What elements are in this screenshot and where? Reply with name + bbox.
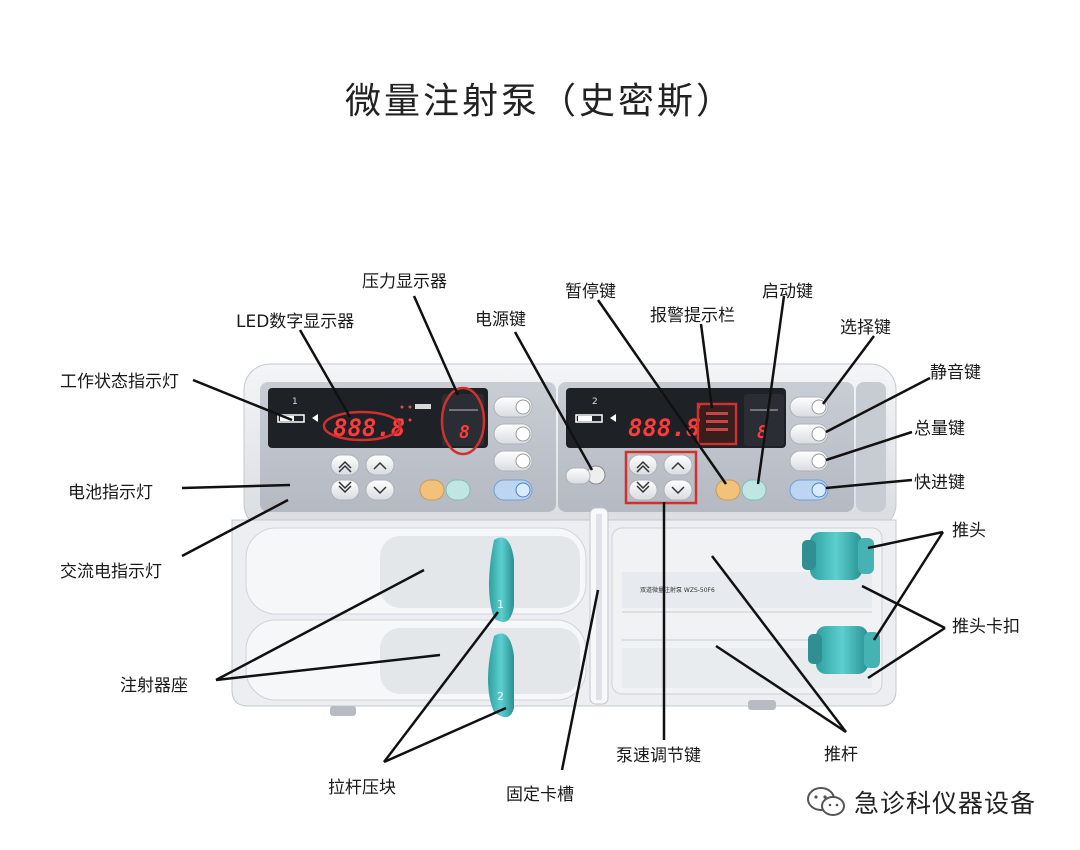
- highlight-speed-keys: [624, 450, 698, 505]
- clamp-number-2: 2: [497, 690, 504, 703]
- label-mute-key: 静音键: [930, 363, 981, 383]
- start-key-2: [741, 479, 767, 501]
- label-ac-power-light: 交流电指示灯: [60, 562, 162, 582]
- label-syringe-seat: 注射器座: [120, 676, 188, 696]
- label-pressure-display: 压力显示器: [362, 272, 447, 292]
- model-plate: 双道微量注射泵 WZS-50F6: [640, 586, 715, 594]
- start-key-1: [445, 479, 471, 501]
- label-pause-key: 暂停键: [565, 282, 616, 302]
- callout-lines: [181, 295, 946, 771]
- label-alarm-bar: 报警提示栏: [650, 306, 735, 326]
- led-display-2: 888.8: [628, 414, 700, 442]
- lever-clamp-2: [488, 633, 514, 718]
- channel-number-2: 2: [592, 397, 598, 407]
- push-head-2: [808, 626, 880, 674]
- function-keys-2: [789, 396, 829, 501]
- display-window-1: [268, 388, 488, 448]
- speed-keys-2: [628, 454, 693, 501]
- push-head-1: [802, 532, 874, 580]
- lever-clamp-1: [489, 537, 514, 622]
- label-fast-key: 快进键: [914, 473, 965, 493]
- label-push-head-clip: 推头卡扣: [952, 617, 1020, 637]
- pause-key-2: [715, 479, 741, 501]
- function-keys-1: [493, 396, 533, 501]
- pressure-display-2: 8: [757, 422, 768, 443]
- page-title: 微量注射泵（史密斯）: [344, 81, 735, 122]
- wechat-icon: [807, 787, 845, 816]
- highlight-led-display: [322, 410, 402, 442]
- channel-number-1: 1: [292, 397, 298, 407]
- clamp-number-1: 1: [497, 598, 504, 611]
- pressure-display-1: 8: [459, 422, 470, 443]
- pause-key-1: [419, 479, 445, 501]
- watermark-text: 急诊科仪器设备: [854, 789, 1037, 818]
- speed-keys-1: [330, 454, 395, 501]
- label-speed-keys: 泵速调节键: [616, 746, 701, 766]
- label-fixing-slot: 固定卡槽: [506, 785, 574, 805]
- label-total-key: 总量键: [914, 419, 965, 439]
- label-push-head: 推头: [952, 521, 986, 541]
- label-power-key: 电源键: [475, 310, 526, 330]
- watermark: 急诊科仪器设备: [806, 782, 1036, 822]
- label-lever-block: 拉杆压块: [328, 778, 396, 798]
- label-start-key: 启动键: [762, 282, 813, 302]
- label-battery-light: 电池指示灯: [68, 483, 153, 503]
- syringe-status-icon-2: [575, 414, 616, 423]
- label-select-key: 选择键: [840, 318, 891, 338]
- label-push-rod: 推杆: [824, 745, 858, 765]
- label-work-status-light: 工作状态指示灯: [60, 372, 179, 392]
- highlight-alarm-bar: [696, 402, 738, 446]
- label-led-display: LED数字显示器: [236, 312, 355, 332]
- alarm-bar-2: [700, 406, 734, 442]
- highlight-pressure-display: [440, 386, 486, 456]
